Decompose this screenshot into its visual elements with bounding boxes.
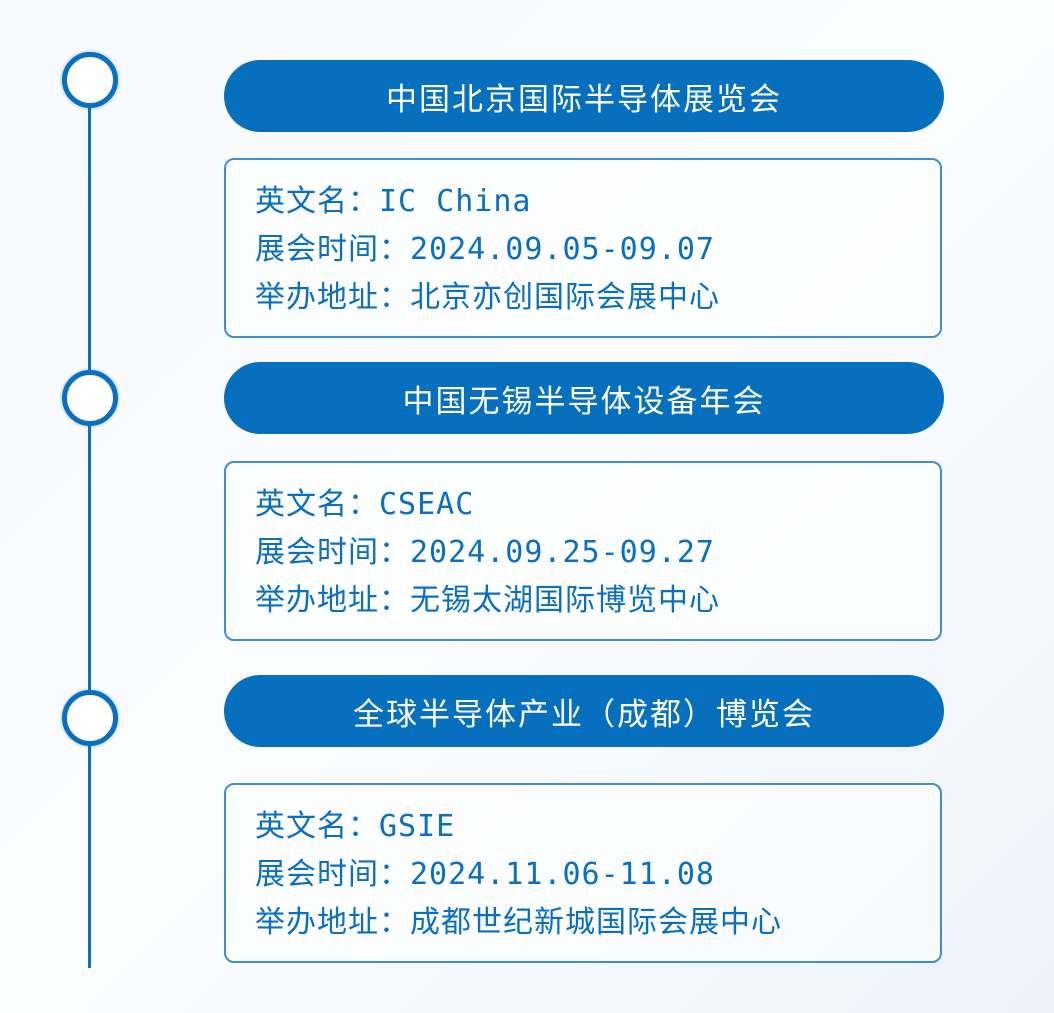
date-row: 展会时间：2024.09.05-09.07 (255, 226, 940, 274)
label: 英文名： (255, 809, 379, 844)
label: 展会时间： (255, 535, 410, 570)
label: 举办地址： (255, 583, 410, 618)
event-date: 2024.09.25-09.27 (410, 535, 715, 570)
english-name-row: 英文名：CSEAC (255, 481, 940, 529)
label: 展会时间： (255, 232, 410, 267)
date-row: 展会时间：2024.09.25-09.27 (255, 529, 940, 577)
event-address: 无锡太湖国际博览中心 (410, 583, 720, 618)
address-row: 举办地址：成都世纪新城国际会展中心 (255, 899, 940, 947)
event-date: 2024.11.06-11.08 (410, 857, 715, 892)
address-row: 举办地址：北京亦创国际会展中心 (255, 274, 940, 322)
event-details: 英文名：CSEAC 展会时间：2024.09.25-09.27 举办地址：无锡太… (224, 461, 942, 641)
timeline-node (62, 370, 118, 426)
label: 举办地址： (255, 905, 410, 940)
event-address: 成都世纪新城国际会展中心 (410, 905, 782, 940)
timeline-node (62, 690, 118, 746)
english-name: CSEAC (379, 487, 475, 522)
english-name: GSIE (379, 809, 456, 844)
date-row: 展会时间：2024.11.06-11.08 (255, 851, 940, 899)
english-name-row: 英文名：IC China (255, 178, 940, 226)
label: 展会时间： (255, 857, 410, 892)
event-address: 北京亦创国际会展中心 (410, 280, 720, 315)
timeline-node (62, 52, 118, 108)
address-row: 举办地址：无锡太湖国际博览中心 (255, 577, 940, 625)
event-title: 中国无锡半导体设备年会 (224, 362, 944, 434)
event-details: 英文名：GSIE 展会时间：2024.11.06-11.08 举办地址：成都世纪… (224, 783, 942, 963)
label: 英文名： (255, 487, 379, 522)
label: 英文名： (255, 184, 379, 219)
event-details: 英文名：IC China 展会时间：2024.09.05-09.07 举办地址：… (224, 158, 942, 338)
event-title: 全球半导体产业（成都）博览会 (224, 675, 944, 747)
english-name-row: 英文名：GSIE (255, 803, 940, 851)
event-date: 2024.09.05-09.07 (410, 232, 715, 267)
event-title: 中国北京国际半导体展览会 (224, 60, 944, 132)
label: 举办地址： (255, 280, 410, 315)
timeline-line (88, 80, 91, 968)
english-name: IC China (379, 184, 532, 219)
